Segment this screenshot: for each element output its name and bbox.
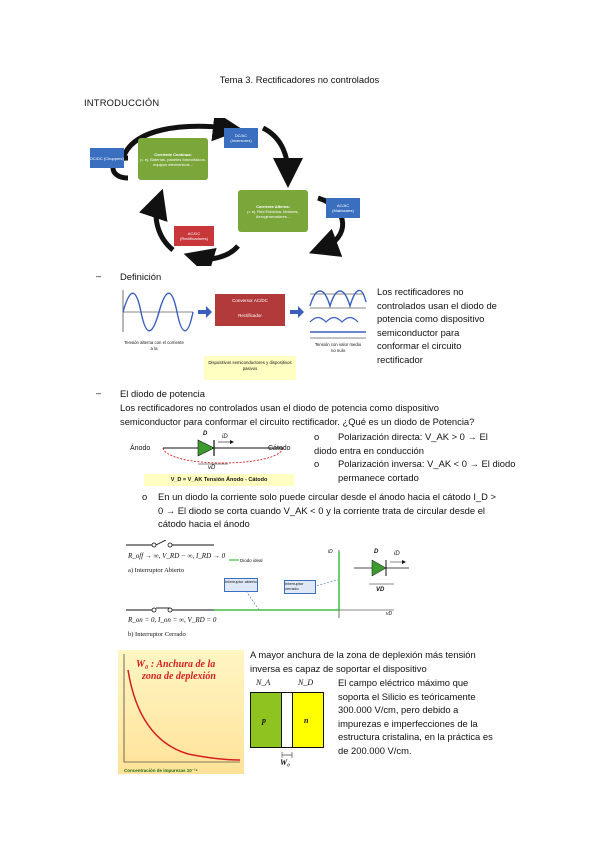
diode-vD-label: vD	[208, 465, 216, 471]
vak-box: V_D = V_AK Tensión Ánodo - Cátodo	[144, 474, 294, 486]
current-line-1: o En un diodo la corriente solo puede ci…	[142, 490, 496, 504]
bullet-marker: o	[314, 431, 320, 442]
def-line-1: Los rectificadores no	[377, 286, 464, 297]
dc-green-box: Corriente Continua: p. ej. Baterías, pan…	[138, 138, 208, 180]
arrow-left	[139, 188, 175, 252]
semiconductors-box: Dispositivos semiconductores y dispositi…	[204, 356, 296, 380]
bullet-marker: o	[142, 491, 148, 502]
pn-junction-figure: N_A N_D p n W₀	[248, 676, 328, 772]
def-line-4: semiconductor para	[377, 326, 460, 338]
def-line-6: rectificador	[377, 353, 423, 365]
current-direction-bullet: o En un diodo la corriente solo puede ci…	[142, 490, 496, 531]
ac-title: Corriente Alterna:	[256, 203, 290, 209]
ideal-label: Diodo ideal	[240, 558, 263, 563]
arrow-top	[120, 118, 243, 159]
deplet-line-2: soporta el Silicio es teóricamente	[338, 690, 476, 702]
definicion-label: Definición	[120, 271, 162, 282]
open-equation: R_off → ∞, V_RD − ∞, I_RD → 0	[128, 552, 226, 560]
rectifier-block-diagram: Conversor AC/DC Rectificador Tensión alt…	[118, 282, 368, 387]
ac-green-box: Corriente Alterna: p. ej. Red Eléctrica,…	[238, 190, 308, 232]
pol-inverse-1: o Polarización inversa: V_AK < 0 → El di…	[314, 457, 544, 471]
switch-diode-VD: VD	[376, 587, 385, 593]
int-cerrado-box: Interruptor cerrado	[284, 580, 316, 594]
ND-label: N_D	[298, 678, 314, 687]
acac-box: AC/AC (Matriciales)	[326, 198, 360, 218]
pol-inverse-text: Polarización inversa: V_AK < 0 → El diod…	[338, 458, 516, 469]
diode-D-label: D	[203, 431, 208, 437]
bullet-marker: o	[314, 458, 320, 469]
diode-symbol	[162, 439, 284, 465]
dc-title: Corriente Continua:	[154, 151, 192, 157]
depletion-curve	[123, 654, 241, 763]
diodo-p2: semiconductor para conformar el circuito…	[120, 416, 475, 427]
dcdc-box: DC/DC (Choppers)	[90, 148, 124, 168]
dc-text: p. ej. Baterías, paneles fotovoltaicos, …	[140, 156, 206, 167]
depletion-region	[282, 692, 292, 748]
deplet-text: El campo eléctrico máximo que soporta el…	[338, 676, 493, 757]
pol-direct-2: diodo entra en conducción	[314, 444, 424, 456]
closed-equation: R_on = 0, I_on = ∞, V_RD = 0	[128, 616, 217, 624]
converter-bottom: Rectificador	[238, 313, 262, 318]
open-caption: a) Interruptor Abierto	[128, 567, 184, 574]
pol-direct-1: o Polarización directa: V_AK > 0 → El	[314, 430, 544, 444]
catodo-label: Cátodo	[268, 445, 291, 452]
current-text-1: En un diodo la corriente solo puede circ…	[158, 491, 496, 502]
deplet-line-1: El campo eléctrico máximo que	[338, 677, 469, 688]
acdc-box: AC/DC (Rectificadores)	[174, 226, 214, 246]
switch-diode-iD: iD	[394, 551, 400, 557]
converter-box: Conversor AC/DC Rectificador	[215, 294, 285, 326]
current-line-2: 0 → El diodo se corta cuando V_AK < 0 y …	[158, 504, 486, 516]
NA-label: N_A	[256, 678, 271, 687]
graph-title-1: W₀ : Anchura de la	[136, 659, 216, 670]
int-abierto-box: Interruptor abierto	[224, 578, 258, 592]
axis-iD-label: iD	[328, 549, 333, 555]
output-caption: Tensión con valor medio no nulo	[314, 342, 362, 353]
current-line-3: cátodo hacia el ánodo	[158, 518, 250, 529]
dash-definicion: –	[96, 271, 102, 281]
deplet-line-6: de 200.000 V/cm.	[338, 744, 412, 756]
diode-symbol-figure: Ánodo Cátodo D iD vD V_D = V_AK Tensión …	[118, 428, 308, 490]
deplet-p2: inversa es capaz de soportar el disposit…	[250, 663, 427, 674]
anodo-label: Ánodo	[130, 445, 151, 452]
diodo-p1: Los rectificadores no controlados usan e…	[120, 402, 439, 413]
w0-arrow	[281, 752, 293, 758]
switch-model-figure: R_off → ∞, V_RD − ∞, I_RD → 0 a) Interru…	[124, 540, 414, 640]
ac-text: p. ej. Red Eléctrica, Motores, Aerogener…	[247, 208, 299, 219]
p-region	[250, 692, 282, 748]
n-region	[292, 692, 324, 748]
W0-label: W₀	[280, 758, 290, 767]
switch-diode-D: D	[374, 549, 379, 555]
definicion-text: Los rectificadores no controlados usan e…	[377, 285, 497, 366]
rectifier-waves	[122, 289, 367, 339]
arrow-right	[261, 125, 303, 188]
n-label: n	[304, 716, 309, 725]
diode-iD-label: iD	[222, 434, 228, 440]
pol-direct-text: Polarización directa: V_AK > 0 → El	[338, 431, 488, 442]
graph-xlabel: Concentración de impurezas 10⁻¹⁶	[124, 768, 198, 773]
p-label: p	[262, 716, 266, 725]
deplet-line-4: impurezas e imperfecciones de la	[338, 717, 478, 729]
input-caption: Tensión alterna con el corriente a la	[124, 340, 184, 351]
converter-cycle-diagram: DC/DC (Choppers) DC/AC (Inversores) AC/A…	[88, 118, 360, 266]
deplet-line-5: estructura cristalina, en la práctica es	[338, 731, 493, 742]
axis-vD-label: vD	[386, 611, 393, 617]
depletion-graph: W₀ : Anchura de la zona de deplexión Con…	[118, 650, 244, 774]
dash-diodo: –	[96, 388, 102, 398]
dcac-box: DC/AC (Inversores)	[224, 128, 258, 148]
def-line-2: controlados usan el diodo de	[377, 299, 497, 311]
def-line-5: conformar el circuito	[377, 340, 462, 351]
deplet-line-3: 300.000 V/cm, pero debido a	[338, 704, 459, 715]
graph-title-2: zona de deplexión	[142, 671, 216, 682]
def-line-3: potencia como dispositivo	[377, 313, 485, 324]
pol-inverse-2: permanece cortado	[338, 471, 419, 483]
section-heading-intro: INTRODUCCIÓN	[84, 97, 160, 108]
polarization-list: o Polarización directa: V_AK > 0 → El di…	[314, 430, 544, 484]
closed-caption: b) Interruptor Cerrado	[128, 631, 186, 638]
diodo-heading: El diodo de potencia	[120, 388, 205, 399]
page-title: Tema 3. Rectificadores no controlados	[219, 74, 380, 85]
deplet-p1: A mayor anchura de la zona de deplexión …	[250, 649, 476, 660]
cycle-arrows	[110, 118, 346, 266]
arrow-bottom	[183, 244, 240, 266]
converter-top: Conversor AC/DC	[232, 298, 268, 303]
